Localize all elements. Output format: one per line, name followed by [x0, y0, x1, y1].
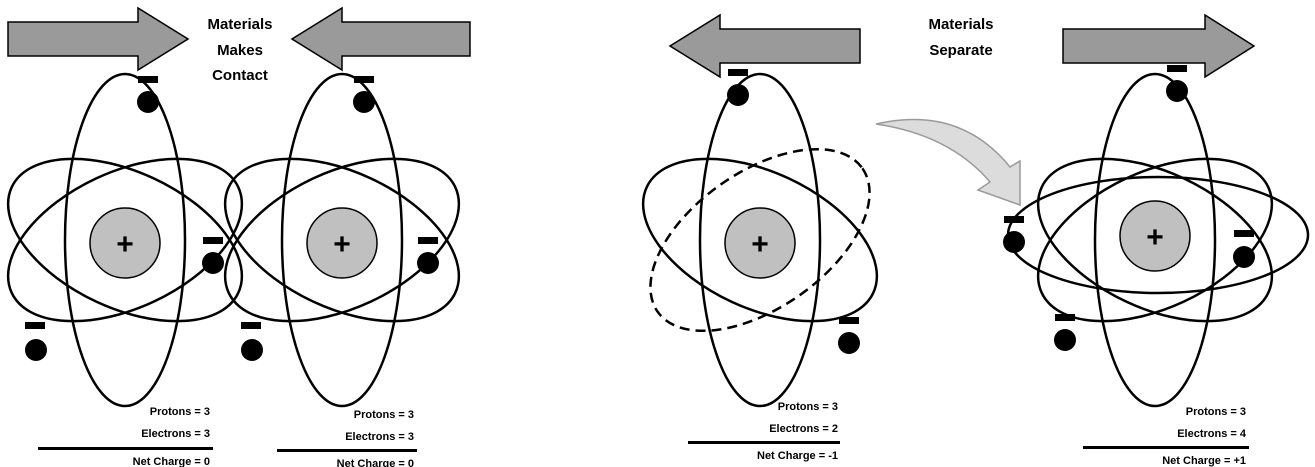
atom-3-label: Protons = 3 Electrons = 2 Net Charge = -… — [688, 401, 840, 462]
atom-4-label: Protons = 3 Electrons = 4 Net Charge = +… — [1083, 406, 1249, 467]
minus-sign — [138, 76, 158, 83]
electron — [1233, 246, 1255, 268]
protons-label: Protons = 3 — [354, 409, 414, 421]
minus-sign — [1004, 216, 1024, 223]
atom-1: + — [6, 72, 244, 408]
electrons-label: Electrons = 2 — [769, 423, 838, 435]
orbit — [641, 157, 879, 323]
electron — [417, 252, 439, 274]
electron — [727, 84, 749, 106]
orbit — [223, 157, 461, 323]
minus-sign — [203, 237, 223, 244]
orbit — [280, 72, 404, 408]
arrow-right-icon — [7, 6, 190, 72]
divider — [38, 447, 213, 450]
divider — [277, 449, 417, 452]
minus-sign — [241, 322, 261, 329]
minus-sign — [839, 317, 859, 324]
caption-line: Materials — [928, 16, 993, 33]
protons-label: Protons = 3 — [150, 406, 210, 418]
arrow-right-icon — [1062, 13, 1256, 79]
divider — [1083, 446, 1249, 449]
transfer-arrow-icon — [875, 118, 1021, 207]
arrow-left-icon — [668, 13, 861, 79]
caption-line: Contact — [212, 67, 268, 84]
minus-sign — [1234, 230, 1254, 237]
plus-sign: + — [751, 228, 769, 261]
arrow-left-icon — [290, 6, 471, 72]
electron — [25, 339, 47, 361]
net-charge-label: Net Charge = +1 — [1162, 455, 1246, 467]
minus-sign — [1167, 65, 1187, 72]
net-charge-label: Net Charge = 0 — [337, 458, 414, 467]
electron — [1003, 231, 1025, 253]
orbit — [223, 157, 461, 323]
plus-sign: + — [116, 228, 134, 261]
nucleus — [1119, 200, 1191, 272]
nucleus — [724, 207, 796, 279]
atom-3: + — [641, 69, 879, 408]
atom-4: + — [1003, 65, 1310, 408]
caption-line: Makes — [217, 42, 263, 59]
caption-contact: Materials Makes Contact — [207, 16, 272, 84]
caption-line: Separate — [929, 42, 992, 59]
caption-line: Materials — [207, 16, 272, 33]
nucleus — [306, 207, 378, 279]
minus-sign — [418, 237, 438, 244]
plus-sign: + — [333, 228, 351, 261]
divider — [688, 441, 840, 444]
orbit — [63, 72, 187, 408]
orbit — [6, 157, 244, 323]
caption-separate: Materials Separate — [928, 16, 993, 59]
atom-2: + — [223, 72, 461, 408]
orbit — [1093, 72, 1217, 408]
electrons-label: Electrons = 4 — [1177, 428, 1247, 440]
electron — [241, 339, 263, 361]
electron — [353, 91, 375, 113]
electron — [202, 252, 224, 274]
orbit — [6, 157, 244, 323]
minus-sign — [1055, 314, 1075, 321]
protons-label: Protons = 3 — [1186, 406, 1246, 418]
minus-sign — [728, 69, 748, 76]
plus-sign: + — [1146, 221, 1164, 254]
atom-2-label: Protons = 3 Electrons = 3 Net Charge = 0 — [277, 409, 417, 467]
electron — [838, 332, 860, 354]
protons-label: Protons = 3 — [778, 401, 838, 413]
nucleus — [89, 207, 161, 279]
minus-sign — [354, 76, 374, 83]
orbit — [698, 72, 822, 408]
electron — [137, 91, 159, 113]
net-charge-label: Net Charge = -1 — [757, 450, 838, 462]
electrons-label: Electrons = 3 — [345, 431, 414, 443]
net-charge-label: Net Charge = 0 — [133, 456, 210, 467]
electrons-label: Electrons = 3 — [141, 428, 210, 440]
electron — [1166, 80, 1188, 102]
electron — [1054, 329, 1076, 351]
atom-1-label: Protons = 3 Electrons = 3 Net Charge = 0 — [38, 406, 213, 467]
minus-sign — [25, 322, 45, 329]
